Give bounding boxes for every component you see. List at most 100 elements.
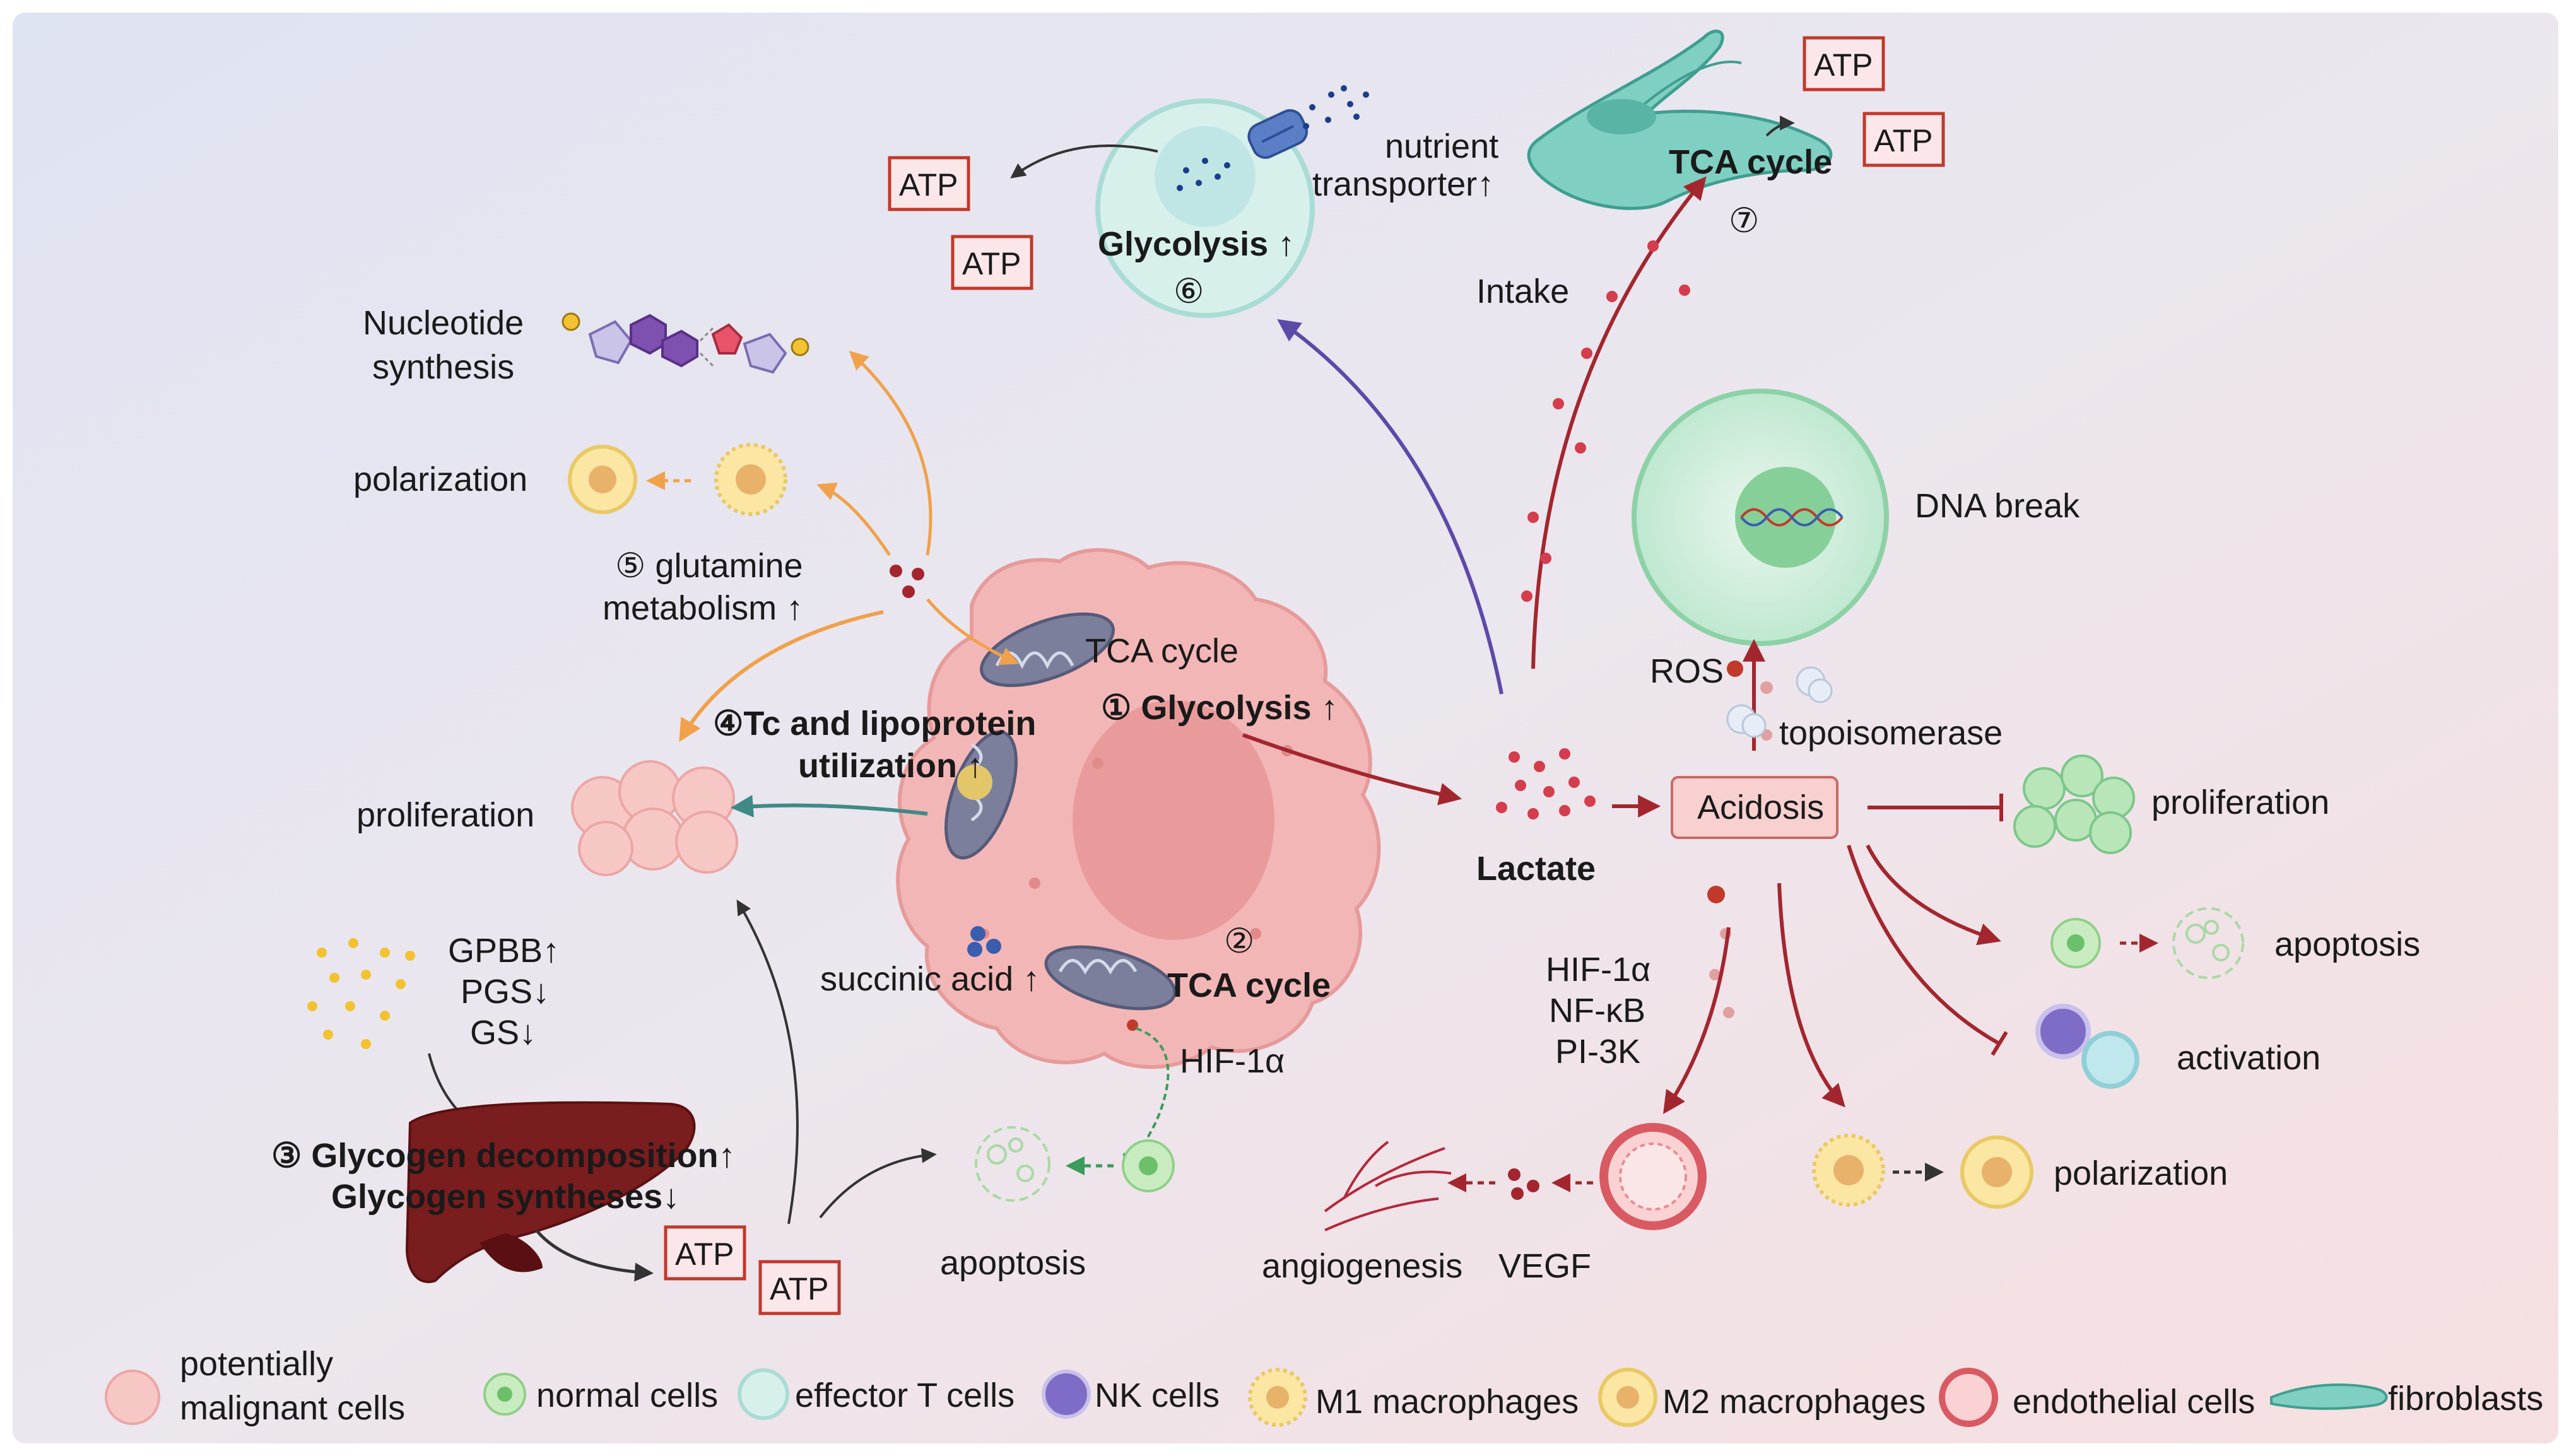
acidosis-box xyxy=(1671,776,1839,839)
svg-text:ATP: ATP xyxy=(899,167,958,203)
legend-item-t-cell: effector T cells xyxy=(738,1368,1015,1420)
label-tca-mito: TCA cycle xyxy=(1085,632,1238,670)
label-transporter: transporter↑ xyxy=(1312,165,1494,203)
glutamine-dots xyxy=(890,565,924,598)
svg-text:ATP: ATP xyxy=(1814,47,1873,83)
svg-text:potentially: potentially xyxy=(180,1345,333,1383)
legend-item-nk: NK cells xyxy=(1042,1370,1220,1419)
label-glutamine-2: metabolism ↑ xyxy=(603,589,803,627)
nutrient-dots xyxy=(1303,85,1369,129)
label-gs: GS↓ xyxy=(470,1014,536,1052)
fibroblast-icon xyxy=(2270,1383,2388,1410)
label-tc-2: utilization ↑ xyxy=(798,747,984,785)
arrow-lactate-tcell xyxy=(1277,319,1503,695)
arrow-atp-apoptosis xyxy=(819,1148,937,1219)
label-glycogen-1: ③ Glycogen decomposition↑ xyxy=(271,1137,736,1175)
legend-item-malignant: potentially malignant cells xyxy=(105,1345,405,1427)
m1-macrophage-icon xyxy=(1812,1134,1885,1207)
arrow-to-endothelial xyxy=(1663,927,1731,1114)
arrow-proliferation-left xyxy=(730,794,928,818)
arrow-nucleotide xyxy=(849,350,933,556)
atp-box: ATP xyxy=(758,1260,841,1315)
malignant-cell-icon xyxy=(105,1370,160,1425)
label-tc-1: ④Tc and lipoprotein xyxy=(713,705,1036,743)
svg-text:ATP: ATP xyxy=(1874,123,1933,158)
arrow-lactate-intake xyxy=(1531,176,1707,669)
label-polarization-right: polarization xyxy=(2054,1154,2228,1192)
label-succinic: succinic acid ↑ xyxy=(820,960,1040,998)
m2-macrophage-icon xyxy=(1960,1136,2033,1209)
label-topoisomerase: topoisomerase xyxy=(1779,714,2003,752)
legend-item-fibroblast: fibroblasts xyxy=(2270,1380,2543,1418)
legend-item-endothelial: endothelial cells xyxy=(1939,1368,2255,1427)
arrow-acidosis-apoptosis xyxy=(1866,844,2001,946)
malignant-cell-cluster-icon xyxy=(571,760,738,876)
mitochondrion-icon xyxy=(1044,945,1177,1011)
svg-text:endothelial cells: endothelial cells xyxy=(2013,1383,2255,1421)
svg-text:ATP: ATP xyxy=(675,1236,734,1272)
arrow-atp-proliferation xyxy=(736,899,799,1224)
label-nfkb: NF-κB xyxy=(1549,992,1645,1030)
blood-vessel-icon xyxy=(1324,1141,1452,1231)
label-dna-break: DNA break xyxy=(1915,487,2080,525)
svg-text:M1 macrophages: M1 macrophages xyxy=(1315,1383,1579,1421)
intake-dots xyxy=(1521,240,1690,602)
label-seven: ⑦ xyxy=(1729,202,1759,240)
label-pi3k: PI-3K xyxy=(1555,1033,1640,1071)
label-nucleotide: Nucleotide xyxy=(363,304,524,342)
lipid-droplet-icon xyxy=(957,765,992,800)
dna-break-cell xyxy=(1632,389,1889,646)
svg-text:malignant cells: malignant cells xyxy=(180,1389,405,1427)
label-synthesis: synthesis xyxy=(372,348,514,386)
label-polarization-left: polarization xyxy=(353,461,527,498)
fibroblast xyxy=(1527,29,1833,210)
tumor-nucleus xyxy=(1073,700,1274,940)
label-vegf: VEGF xyxy=(1498,1247,1591,1285)
label-tca-2: TCA cycle xyxy=(1167,966,1331,1004)
svg-text:effector T cells: effector T cells xyxy=(795,1377,1015,1414)
label-six: ⑥ xyxy=(1174,273,1204,310)
label-hif-1a: HIF-1α xyxy=(1546,951,1650,989)
nk-cell-icon xyxy=(1042,1370,1091,1419)
endothelial-cell-icon xyxy=(1939,1368,1998,1427)
nucleotide-icon xyxy=(562,312,809,374)
label-proliferation-right: proliferation xyxy=(2151,784,2329,821)
atp-box: ATP xyxy=(1803,36,1885,91)
atp-box: ATP xyxy=(951,235,1033,290)
t-cell-icon xyxy=(738,1368,789,1420)
label-apoptosis-right: apoptosis xyxy=(2274,925,2420,963)
label-glutamine-1: ⑤ glutamine xyxy=(615,547,803,585)
m1-macrophage-icon xyxy=(714,443,787,516)
inhibit-activation-line xyxy=(1847,845,2001,1046)
apoptotic-cell-icon xyxy=(975,1126,1050,1202)
arrow-polarization-left xyxy=(816,483,891,556)
legend-item-normal: normal cells xyxy=(483,1373,718,1416)
normal-cell-cluster-icon xyxy=(2013,754,2135,854)
tumor-cell xyxy=(896,548,1381,1069)
svg-text:ATP: ATP xyxy=(962,246,1021,281)
label-nutrient: nutrient xyxy=(1385,127,1498,165)
label-lactate: Lactate xyxy=(1476,850,1596,888)
label-pgs: PGS↓ xyxy=(461,973,550,1011)
label-angiogenesis: angiogenesis xyxy=(1262,1247,1462,1285)
arrow-acidosis-polarization xyxy=(1777,883,1845,1108)
label-proliferation-left: proliferation xyxy=(356,796,534,834)
label-glycolysis-t: Glycolysis ↑ xyxy=(1098,225,1295,263)
nk-cell-icon xyxy=(2035,1004,2091,1059)
atp-box: ATP xyxy=(1862,112,1945,167)
glucose-dots xyxy=(307,938,415,1049)
svg-text:M2 macrophages: M2 macrophages xyxy=(1662,1383,1926,1421)
endothelial-cell-icon xyxy=(1599,1123,1707,1230)
arrow-lipoprotein xyxy=(679,610,884,743)
label-glycogen-2: Glycogen syntheses↓ xyxy=(331,1178,680,1216)
arrow-glycolysis-lactate xyxy=(1242,733,1462,806)
label-intake: Intake xyxy=(1476,273,1569,310)
t-cell-icon xyxy=(2081,1031,2139,1089)
label-hif: HIF-1α xyxy=(1180,1042,1285,1080)
succinic-molecule-icon xyxy=(970,926,985,941)
apoptotic-cell-icon xyxy=(2172,907,2244,979)
label-activation: activation xyxy=(2177,1039,2321,1077)
nutrient-transporter-icon xyxy=(1247,109,1309,159)
label-glycolysis-1: ① Glycolysis ↑ xyxy=(1101,689,1338,727)
